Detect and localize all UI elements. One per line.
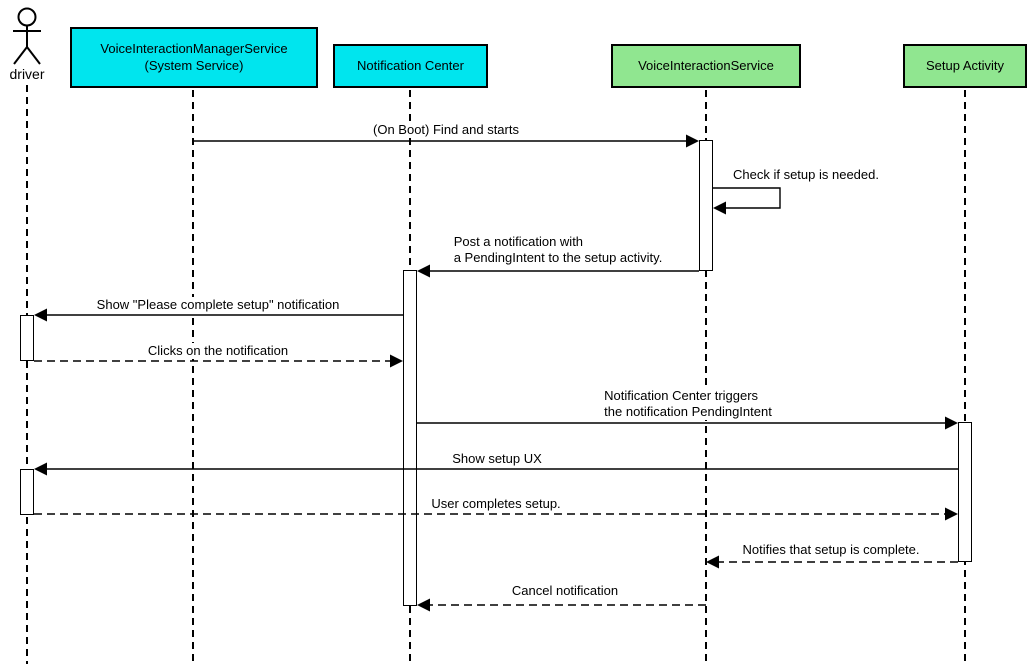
message-arrow-cancel-notification: [417, 598, 706, 612]
message-label-user-completes-setup: User completes setup.: [429, 496, 563, 512]
actor-driver-label: driver: [9, 66, 45, 82]
participant-notification-center: Notification Center: [333, 44, 488, 88]
message-label-show-please-complete-setup: Show "Please complete setup" notificatio…: [94, 297, 342, 313]
message-arrow-post-a-notification: [417, 264, 699, 278]
lifeline-driver: [26, 85, 28, 664]
message-label-show-setup-ux: Show setup UX: [450, 451, 544, 467]
message-label-notifies-setup-complete: Notifies that setup is complete.: [740, 542, 922, 558]
participant-voiceinteractionmanagerservice: VoiceInteractionManagerService (System S…: [70, 27, 318, 88]
participant-setup-activity: Setup Activity: [903, 44, 1027, 88]
activation-notification-center: [403, 270, 417, 606]
actor-driver-icon: [13, 7, 41, 65]
lifeline-voiceinteractionservice: [705, 90, 707, 664]
activation-setup-activity: [958, 422, 972, 562]
activation-driver-2: [20, 469, 34, 515]
message-label-clicks-on-the-notification: Clicks on the notification: [145, 343, 291, 359]
message-label-cancel-notification: Cancel notification: [509, 583, 621, 599]
participant-voiceinteractionservice: VoiceInteractionService: [611, 44, 801, 88]
message-label-post-a-notification: Post a notification with a PendingIntent…: [451, 234, 665, 266]
message-arrow-check-if-setup-is-needed: [713, 187, 781, 215]
message-label-on-boot-find-and-starts: (On Boot) Find and starts: [371, 122, 521, 138]
message-label-check-if-setup-is-needed: Check if setup is needed.: [731, 167, 881, 183]
lifeline-setup-activity: [964, 90, 966, 664]
activation-voiceinteractionservice: [699, 140, 713, 271]
activation-driver-1: [20, 315, 34, 361]
message-label-notification-center-triggers: Notification Center triggers the notific…: [602, 388, 774, 420]
lifeline-voiceinteractionmanagerservice: [192, 90, 194, 664]
